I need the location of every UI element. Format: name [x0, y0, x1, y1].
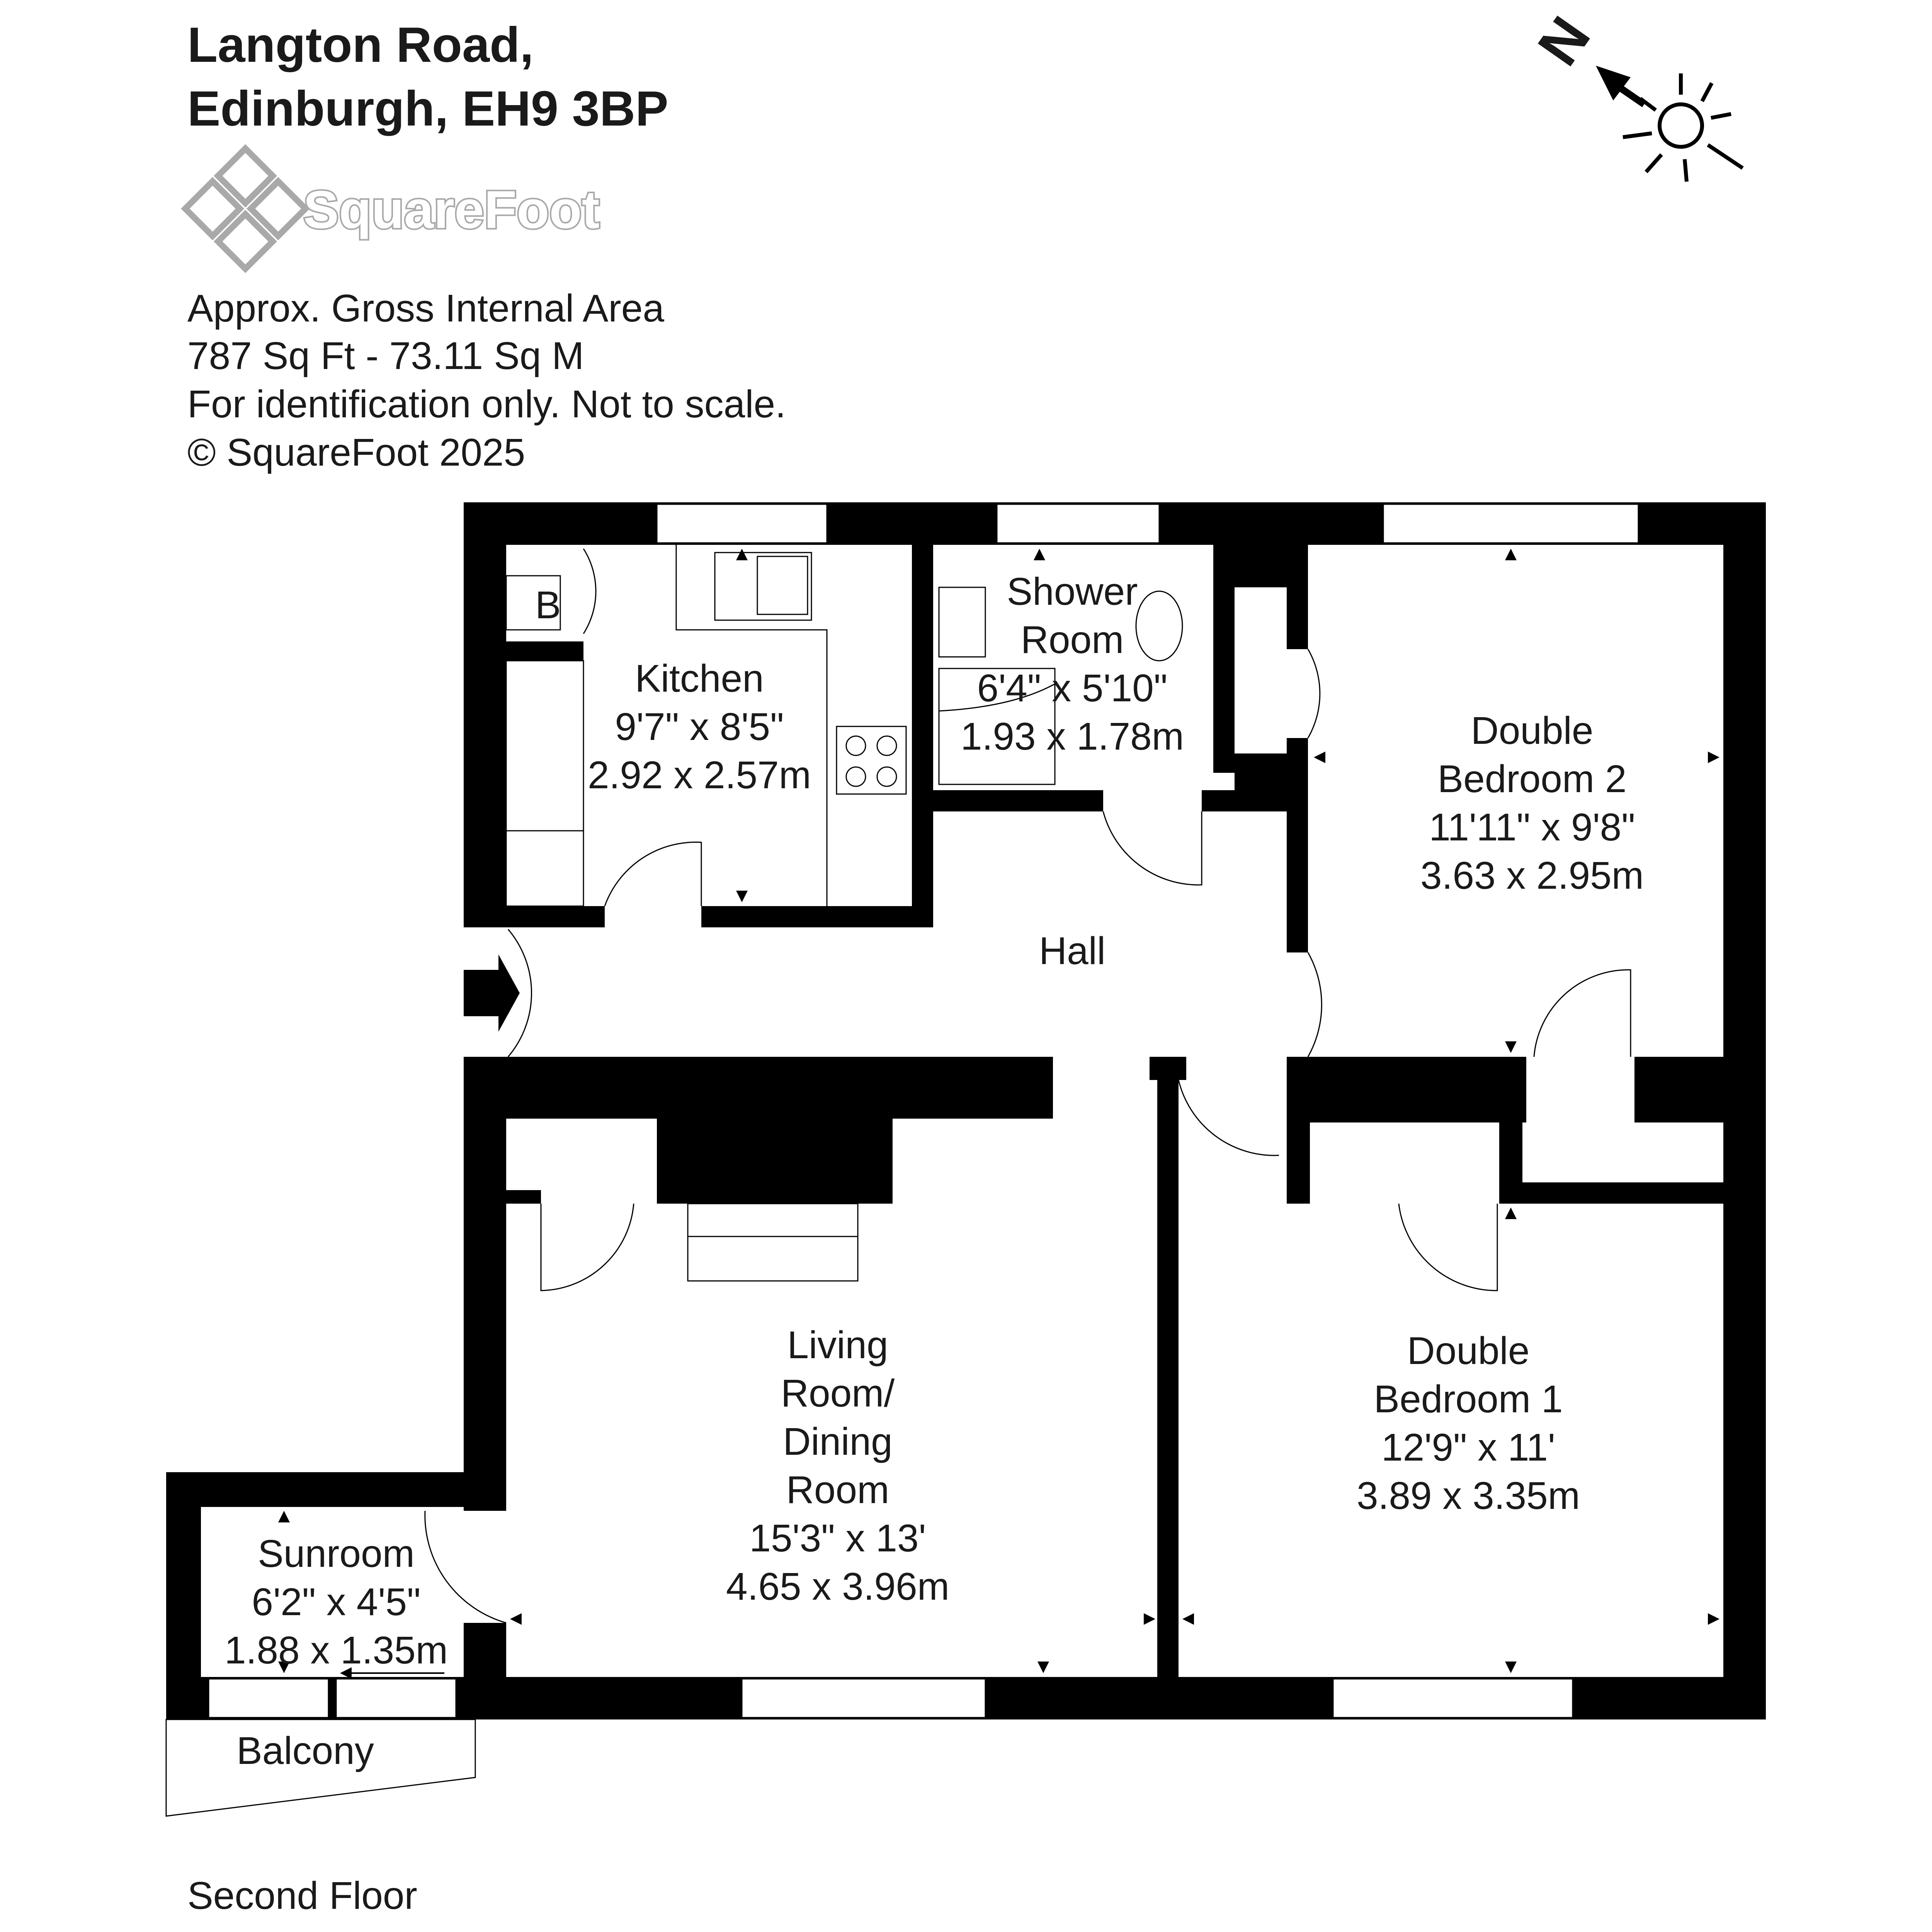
room-name: Sunroom	[258, 1532, 415, 1575]
disclaimer: For identification only. Not to scale.	[187, 383, 786, 426]
room-kitchen: Kitchen 9'7" x 8'5" 2.92 x 2.57m	[588, 657, 811, 797]
room-metric: 1.88 x 1.35m	[224, 1629, 448, 1672]
copyright: © SquareFoot 2025	[187, 431, 525, 474]
room-imperial: 11'11" x 9'8"	[1429, 806, 1635, 849]
room-imperial: 12'9" x 11'	[1381, 1426, 1555, 1469]
room-metric: 3.63 x 2.95m	[1420, 854, 1644, 897]
room-shower: Shower Room 6'4" x 5'10" 1.93 x 1.78m	[961, 570, 1184, 758]
windows	[208, 503, 1639, 1718]
fixtures	[165, 545, 1183, 1817]
room-name-2: Room/	[781, 1372, 895, 1415]
room-imperial: 15'3" x 13'	[749, 1517, 926, 1560]
room-name-2: Room	[1021, 618, 1124, 662]
dimension-arrows	[278, 549, 1719, 1673]
room-name-1: Double	[1407, 1329, 1530, 1372]
room-metric: 3.89 x 3.35m	[1357, 1474, 1580, 1517]
squarefoot-logo: SquareFoot	[181, 144, 601, 273]
room-imperial: 6'2" x 4'5"	[252, 1580, 420, 1624]
area-label: Approx. Gross Internal Area	[187, 287, 664, 330]
room-bedroom-1: Double Bedroom 1 12'9" x 11' 3.89 x 3.35…	[1357, 1329, 1580, 1517]
room-living: Living Room/ Dining Room 15'3" x 13' 4.6…	[726, 1323, 949, 1608]
room-name-4: Room	[786, 1468, 889, 1512]
floor-label: Second Floor	[187, 1874, 417, 1917]
room-imperial: 6'4" x 5'10"	[977, 667, 1168, 710]
sun-icon	[1622, 73, 1744, 182]
room-name-1: Double	[1471, 709, 1594, 752]
room-name: Kitchen	[635, 657, 764, 700]
room-metric: 4.65 x 3.96m	[726, 1565, 949, 1608]
room-name-2: Bedroom 1	[1374, 1378, 1563, 1421]
address-line-1: Langton Road,	[187, 17, 534, 73]
brand-name: SquareFoot	[303, 180, 600, 240]
compass: N	[1525, 5, 1744, 182]
area-value: 787 Sq Ft - 73.11 Sq M	[187, 334, 584, 378]
north-arrow-icon	[1596, 66, 1646, 107]
entrance-arrow-icon	[464, 954, 520, 1032]
room-hall: Hall	[1039, 929, 1105, 973]
room-name-1: Shower	[1007, 570, 1138, 613]
room-name-1: Living	[787, 1323, 888, 1367]
room-metric: 1.93 x 1.78m	[961, 715, 1184, 758]
doors	[424, 548, 1631, 1624]
room-name-3: Dining	[783, 1420, 893, 1463]
room-name-2: Bedroom 2	[1437, 757, 1626, 801]
room-bedroom-2: Double Bedroom 2 11'11" x 9'8" 3.63 x 2.…	[1420, 709, 1644, 897]
north-label: N	[1525, 5, 1602, 77]
room-metric: 2.92 x 2.57m	[588, 753, 811, 797]
address-line-2: Edinburgh, EH9 3BP	[187, 81, 668, 136]
room-imperial: 9'7" x 8'5"	[615, 705, 784, 748]
boiler-label: B	[535, 583, 561, 627]
room-balcony: Balcony	[236, 1729, 374, 1772]
room-sunroom: Sunroom 6'2" x 4'5" 1.88 x 1.35m	[224, 1532, 448, 1672]
